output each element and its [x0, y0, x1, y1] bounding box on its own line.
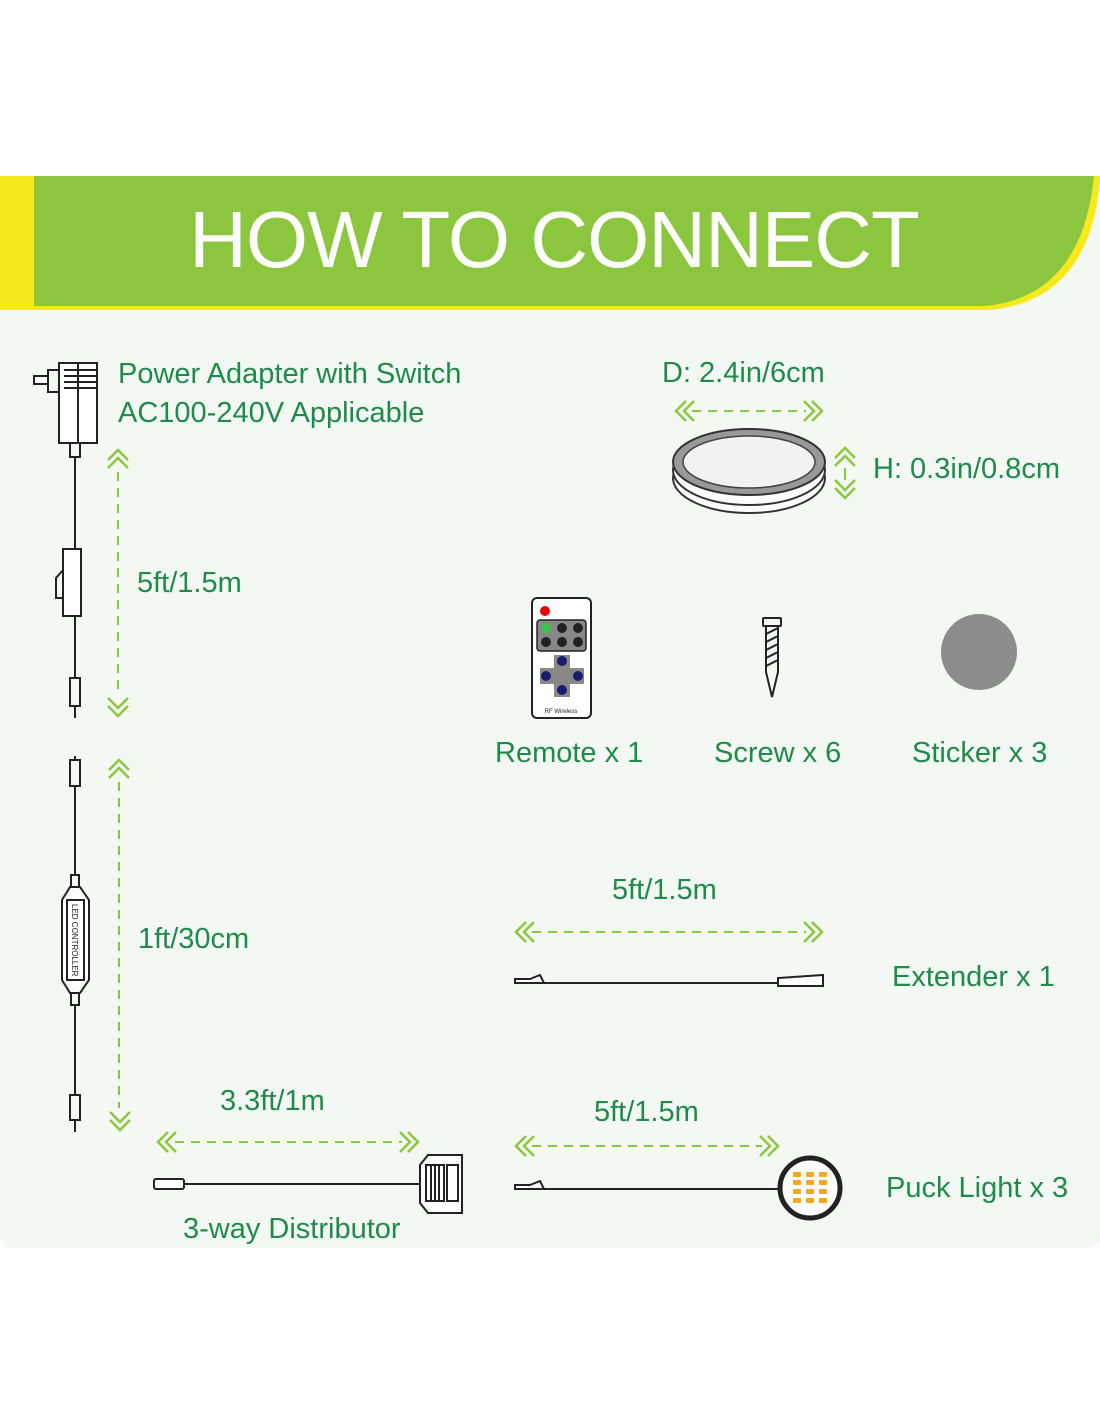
- controller-length-arrow: [107, 758, 132, 1132]
- diameter-arrow: [674, 399, 824, 423]
- distributor-length-arrow: [156, 1130, 420, 1154]
- adapter-name: Power Adapter with Switch: [118, 358, 462, 390]
- page-title: HOW TO CONNECT: [189, 195, 920, 284]
- distributor-icon: [153, 1154, 463, 1214]
- adapter-spec: AC100-240V Applicable: [118, 397, 425, 429]
- adapter-length: 5ft/1.5m: [137, 567, 242, 599]
- puck-height: H: 0.3in/0.8cm: [873, 453, 1060, 485]
- extender-length: 5ft/1.5m: [612, 874, 717, 906]
- remote-count: Remote x 1: [495, 737, 644, 769]
- puck-light-cable-icon: [514, 1155, 843, 1221]
- led-controller-icon: LED CONTROLLER: [61, 756, 90, 1132]
- extender-length-arrow: [514, 920, 824, 944]
- sticker-count: Sticker x 3: [912, 737, 1048, 769]
- remote-label: RF Wireless: [545, 709, 578, 715]
- remote-icon: RF Wireless: [531, 597, 592, 719]
- puck-light-icon: [672, 428, 826, 514]
- screw-icon: [762, 617, 782, 698]
- puck-diameter: D: 2.4in/6cm: [662, 357, 825, 389]
- adapter-length-arrow: [106, 448, 130, 718]
- sticker-icon: [941, 614, 1017, 690]
- controller-label: LED CONTROLLER: [70, 904, 79, 977]
- height-arrow: [833, 446, 857, 500]
- screw-count: Screw x 6: [714, 737, 842, 769]
- controller-length: 1ft/30cm: [138, 923, 250, 955]
- extender-name: Extender x 1: [892, 961, 1055, 993]
- extender-cable-icon: [514, 973, 824, 987]
- puck-cable-length-arrow: [514, 1134, 780, 1158]
- power-adapter-icon: [33, 362, 98, 718]
- puck-light-name: Puck Light x 3: [886, 1172, 1069, 1204]
- distributor-length: 3.3ft/1m: [220, 1085, 325, 1117]
- distributor-name: 3-way Distributor: [183, 1213, 401, 1245]
- puck-cable-length: 5ft/1.5m: [594, 1096, 699, 1128]
- title-banner: [0, 176, 1100, 310]
